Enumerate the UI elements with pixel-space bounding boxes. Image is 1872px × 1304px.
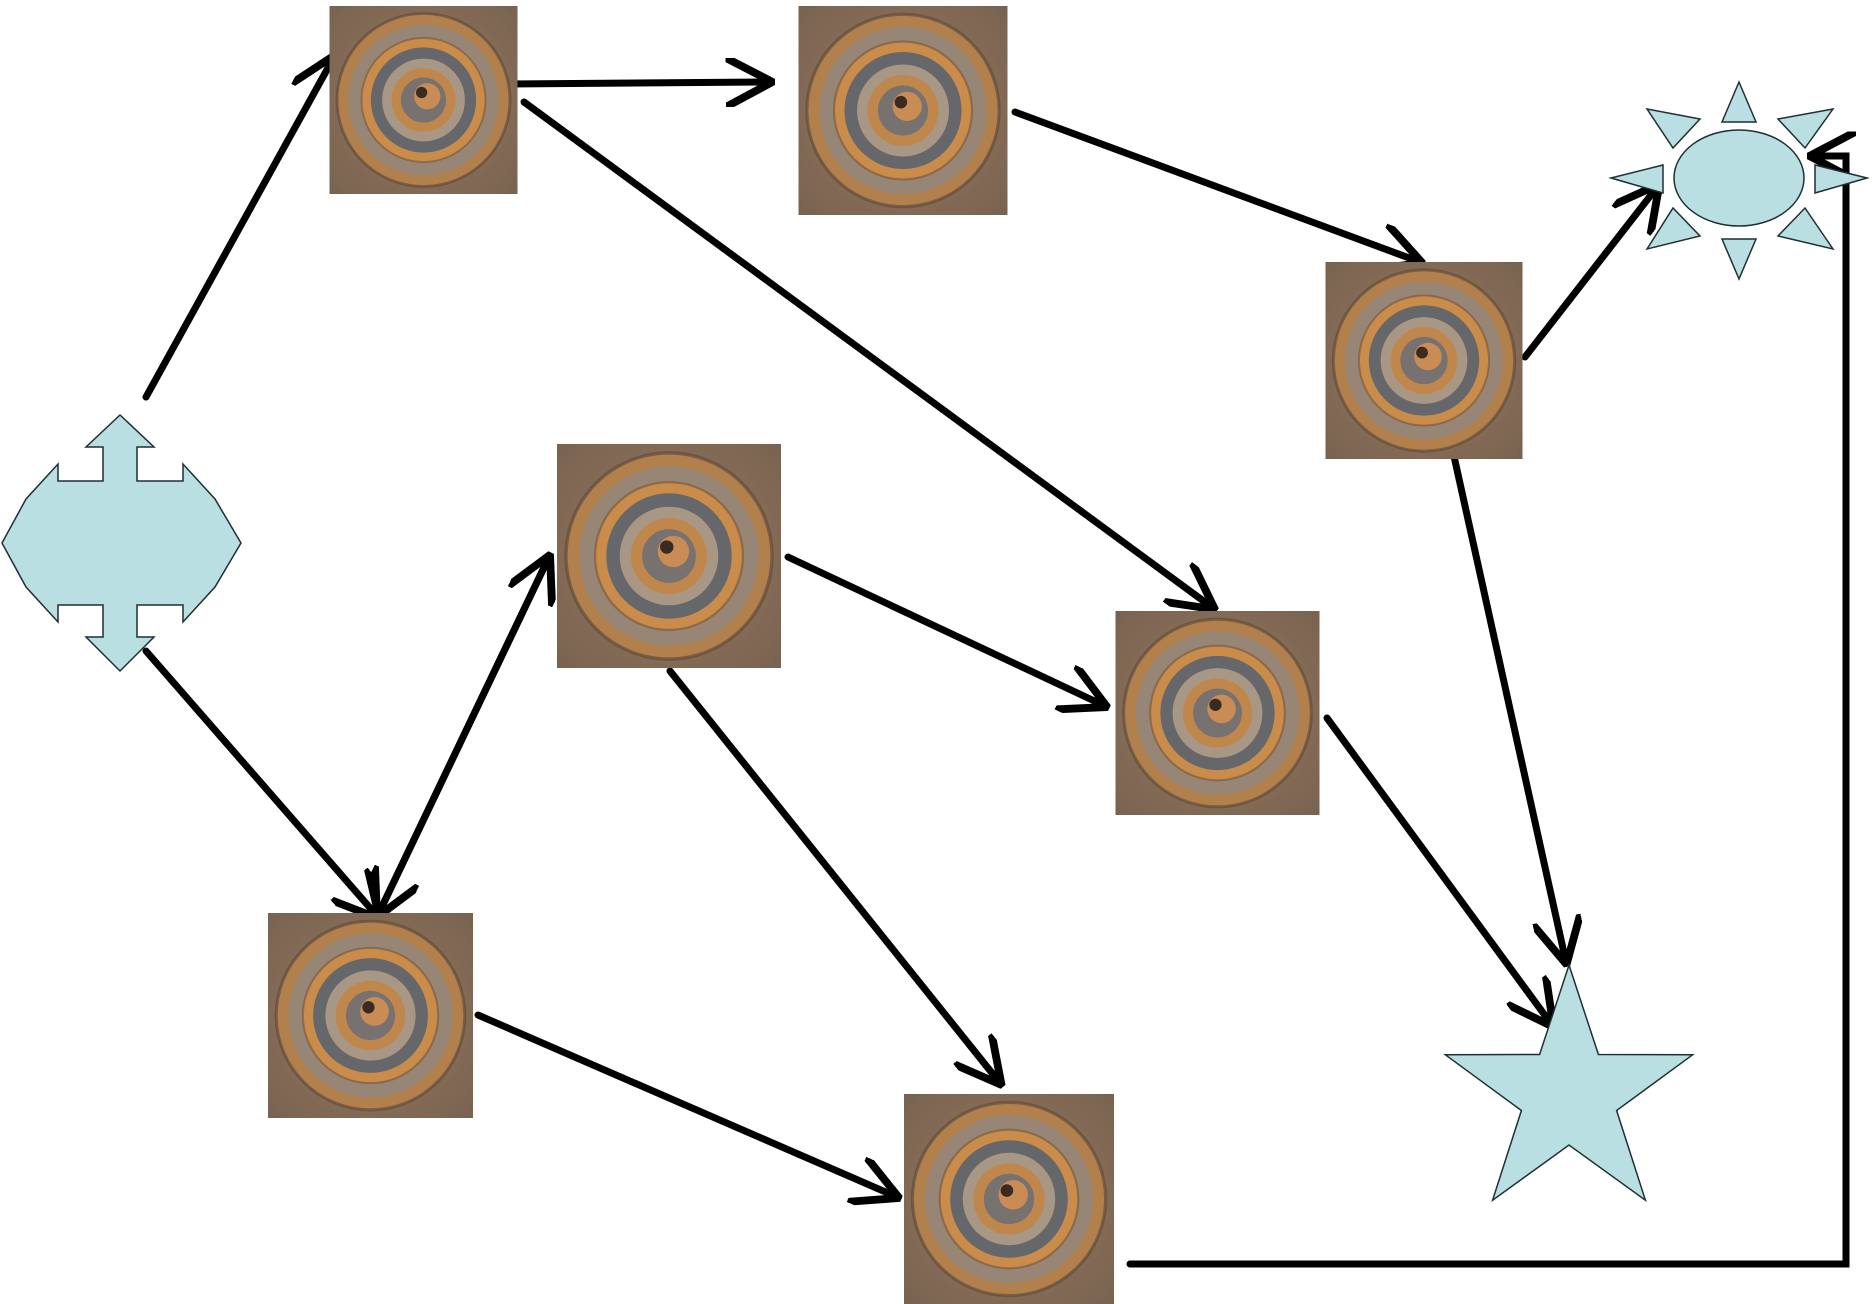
- edge-tile-2-to-tile-3: [1011, 108, 1420, 262]
- spiral-stone-icon: [555, 444, 783, 668]
- spiral-stone-icon: [328, 6, 519, 194]
- spiral-stone-icon: [796, 6, 1010, 215]
- tile-3: [1324, 262, 1524, 459]
- four-way-arrow-icon: [1, 413, 242, 673]
- tile-4: [555, 444, 783, 668]
- tile-5: [1113, 611, 1322, 815]
- sun-icon: [1608, 80, 1870, 281]
- tile-1: [328, 6, 519, 194]
- spiral-stone-icon: [1113, 611, 1322, 815]
- edge-start-to-tile-6: [142, 647, 378, 917]
- spiral-stone-icon: [266, 913, 475, 1118]
- edges: [142, 57, 1846, 1268]
- edge-tile-4-to-tile-5: [784, 553, 1105, 706]
- tile-7: [902, 1094, 1116, 1304]
- tile-2: [796, 6, 1010, 215]
- spiral-stone-icon: [902, 1094, 1116, 1304]
- edge-tile-5-to-star: [1323, 714, 1552, 1025]
- edge-tile-1-to-tile-2: [504, 82, 770, 84]
- edge-tile-3-to-sun: [1521, 186, 1658, 361]
- edge-tile-1-to-tile-5: [520, 98, 1213, 608]
- nodes: [1, 6, 1870, 1304]
- tile-6: [266, 913, 475, 1118]
- edge-tile-4-to-tile-6: [378, 553, 553, 915]
- edge-tile-4-to-tile-7: [666, 667, 1000, 1083]
- edge-tile-3-to-star: [1438, 398, 1566, 962]
- spiral-stone-icon: [1324, 262, 1524, 459]
- edge-start-to-tile-1: [142, 57, 334, 401]
- star-icon: [1443, 962, 1695, 1203]
- edge-tile-7-to-sun: [1126, 156, 1846, 1268]
- edge-tile-6-to-tile-7: [474, 1011, 897, 1197]
